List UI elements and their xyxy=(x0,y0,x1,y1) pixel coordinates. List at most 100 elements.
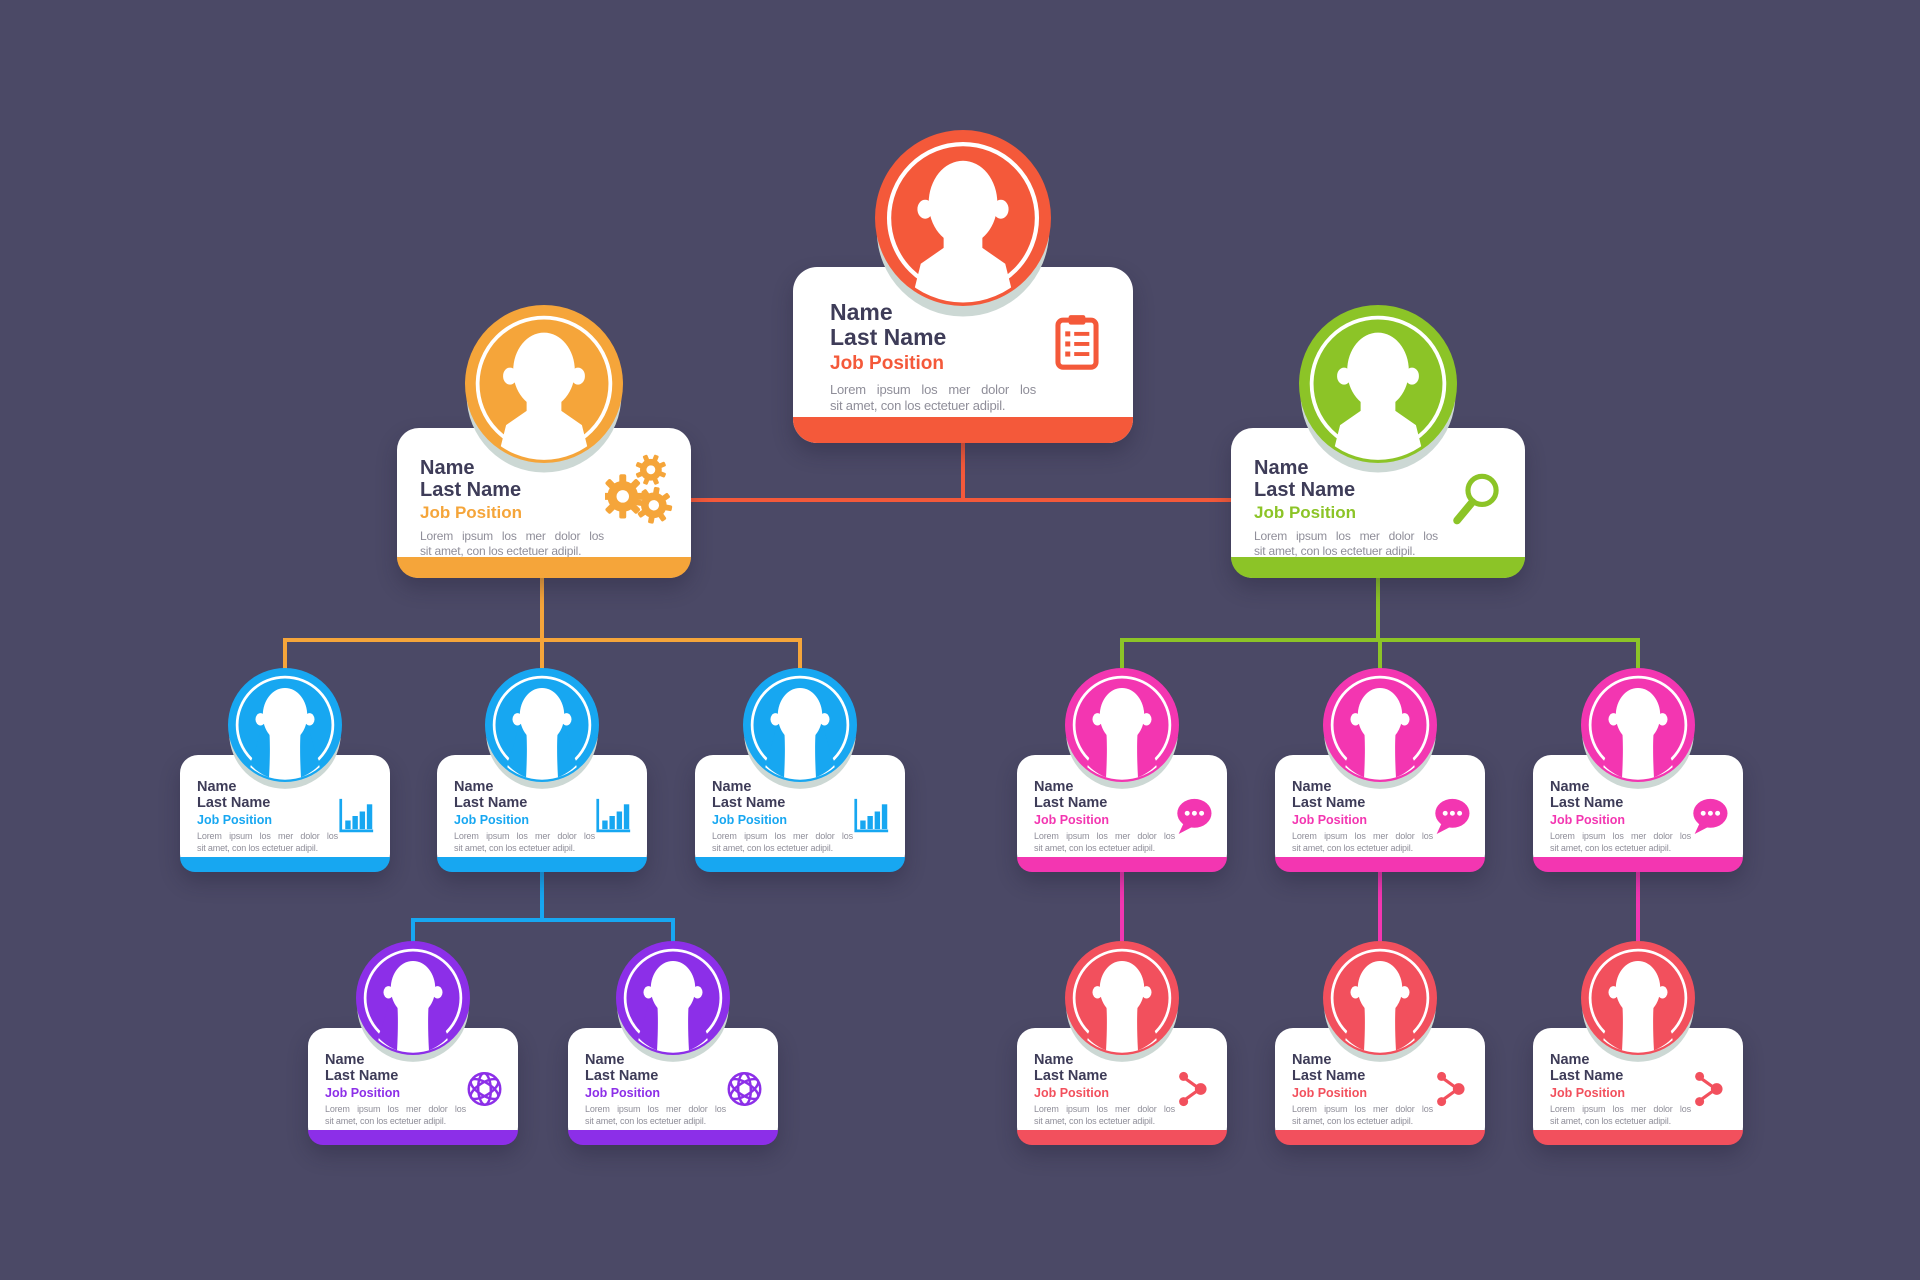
connector-orange-drop xyxy=(540,572,544,642)
card-accent-bar xyxy=(1017,857,1227,872)
card-accent-bar xyxy=(1231,557,1525,578)
job-position: Job Position xyxy=(830,353,944,374)
description: Lorem ipsum los mer dolor los sit amet, … xyxy=(454,831,595,853)
description: Lorem ipsum los mer dolor los sit amet, … xyxy=(1034,831,1175,853)
card-accent-bar xyxy=(695,857,905,872)
share-icon xyxy=(1177,1070,1209,1108)
gears-icon xyxy=(605,446,679,532)
job-position: Job Position xyxy=(1254,503,1356,522)
connector-pink-drop-3 xyxy=(1636,864,1640,944)
chat-bubble-icon xyxy=(1693,798,1728,834)
connector-orange-child-1 xyxy=(283,638,287,672)
connector-blue-rail xyxy=(411,918,675,922)
card-accent-bar xyxy=(180,857,390,872)
connector-blue-child-2 xyxy=(671,918,675,946)
job-position: Job Position xyxy=(585,1086,660,1100)
description: Lorem ipsum los mer dolor los sit amet, … xyxy=(420,529,604,558)
card-accent-bar xyxy=(1275,857,1485,872)
description: Lorem ipsum los mer dolor los sit amet, … xyxy=(1034,1104,1175,1126)
connector-root-drop xyxy=(961,436,965,502)
description: Lorem ipsum los mer dolor los sit amet, … xyxy=(712,831,853,853)
description: Lorem ipsum los mer dolor los sit amet, … xyxy=(1292,1104,1433,1126)
connector-blue-drop xyxy=(540,866,544,922)
connector-root-rail xyxy=(685,498,1235,502)
card-accent-bar xyxy=(1533,857,1743,872)
description: Lorem ipsum los mer dolor los sit amet, … xyxy=(197,831,338,853)
bar-chart-icon xyxy=(596,797,632,833)
job-position: Job Position xyxy=(1550,813,1625,827)
bar-chart-icon xyxy=(339,797,375,833)
chat-bubble-icon xyxy=(1435,798,1470,834)
card-accent-bar xyxy=(397,557,691,578)
card-accent-bar xyxy=(793,417,1133,443)
job-position: Job Position xyxy=(1034,813,1109,827)
connector-blue-child-1 xyxy=(411,918,415,946)
description: Lorem ipsum los mer dolor los sit amet, … xyxy=(325,1104,466,1126)
job-position: Job Position xyxy=(1292,1086,1367,1100)
job-position: Job Position xyxy=(420,503,522,522)
job-position: Job Position xyxy=(712,813,787,827)
connector-green-drop xyxy=(1376,572,1380,642)
description: Lorem ipsum los mer dolor los sit amet, … xyxy=(1550,1104,1691,1126)
description: Lorem ipsum los mer dolor los sit amet, … xyxy=(1550,831,1691,853)
description: Lorem ipsum los mer dolor los sit amet, … xyxy=(1254,529,1438,558)
share-icon xyxy=(1693,1070,1725,1108)
connector-green-child-3 xyxy=(1636,638,1640,672)
connector-orange-child-2 xyxy=(540,638,544,672)
job-position: Job Position xyxy=(1292,813,1367,827)
card-accent-bar xyxy=(1017,1130,1227,1145)
description: Lorem ipsum los mer dolor los sit amet, … xyxy=(585,1104,726,1126)
connector-orange-child-3 xyxy=(798,638,802,672)
description: Lorem ipsum los mer dolor los sit amet, … xyxy=(830,382,1036,413)
card-accent-bar xyxy=(437,857,647,872)
globe-icon xyxy=(726,1071,763,1107)
job-position: Job Position xyxy=(1034,1086,1109,1100)
magnifier-icon xyxy=(1443,468,1507,532)
globe-icon xyxy=(466,1071,503,1107)
job-position: Job Position xyxy=(197,813,272,827)
bar-chart-icon xyxy=(854,797,890,833)
job-position: Job Position xyxy=(325,1086,400,1100)
card-accent-bar xyxy=(308,1130,518,1145)
description: Lorem ipsum los mer dolor los sit amet, … xyxy=(1292,831,1433,853)
job-position: Job Position xyxy=(1550,1086,1625,1100)
job-position: Job Position xyxy=(454,813,529,827)
clipboard-icon xyxy=(1049,307,1105,377)
connector-green-child-2 xyxy=(1378,638,1382,672)
card-accent-bar xyxy=(568,1130,778,1145)
share-icon xyxy=(1435,1070,1467,1108)
connector-pink-drop-1 xyxy=(1120,864,1124,944)
card-accent-bar xyxy=(1533,1130,1743,1145)
connector-pink-drop-2 xyxy=(1378,864,1382,944)
connector-green-child-1 xyxy=(1120,638,1124,672)
card-accent-bar xyxy=(1275,1130,1485,1145)
